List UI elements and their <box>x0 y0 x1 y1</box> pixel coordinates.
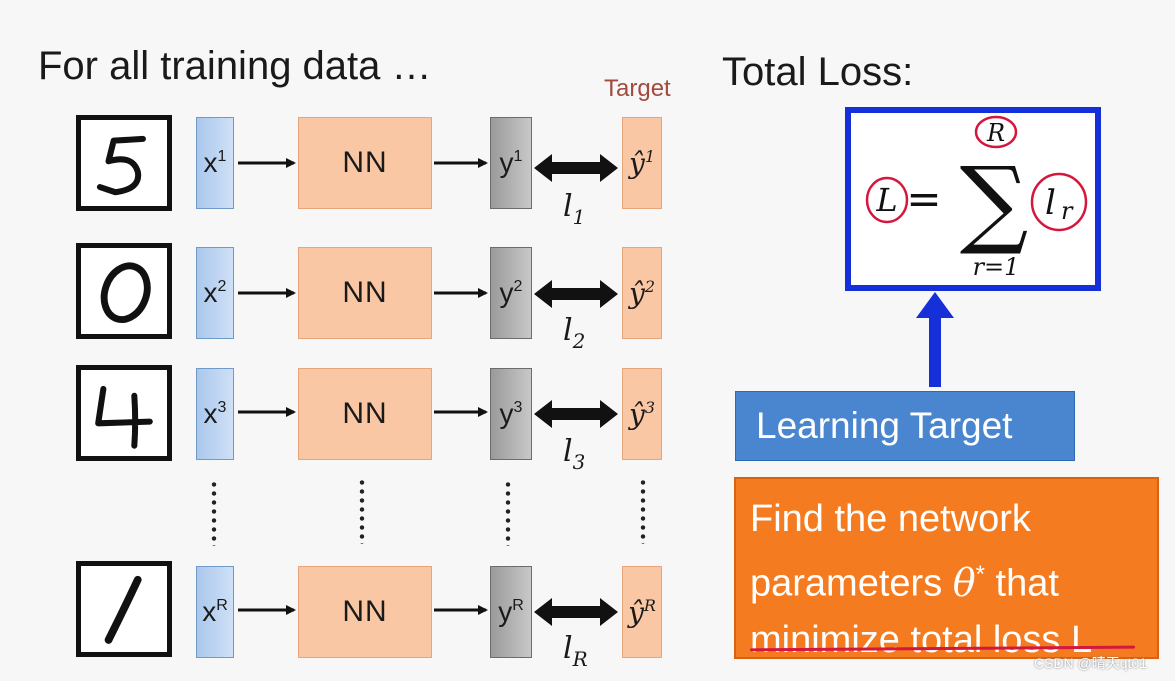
digit-image <box>76 561 172 657</box>
formula-sum-top: R <box>986 119 1005 147</box>
formula-sum-bottom: r=1 <box>973 253 1020 281</box>
input-box: xR <box>196 566 234 658</box>
loss-sub: R <box>572 647 588 671</box>
target-var: ŷ <box>628 397 645 431</box>
ellipsis-dots <box>211 480 217 546</box>
ellipsis-dots <box>359 478 365 544</box>
target-var: ŷ <box>628 276 645 310</box>
digit-1-drawing <box>104 575 142 644</box>
formula-term: l <box>1045 183 1056 223</box>
target-sup: 3 <box>644 397 655 417</box>
output-sup: 3 <box>513 399 523 416</box>
digit-4-drawing <box>95 385 153 449</box>
formula-lhs: L <box>875 181 897 219</box>
objective-line-3: minimize total loss L <box>750 618 1093 661</box>
objective-box: Find the network parameters θ* that mini… <box>734 477 1159 661</box>
objective-line-1: Find the network <box>750 498 1031 540</box>
up-arrow <box>916 292 954 387</box>
loss-sub: 2 <box>572 329 586 353</box>
input-var: x <box>203 277 218 308</box>
output-box: y2 <box>490 247 532 339</box>
diagram-title: For all training data … <box>38 44 432 88</box>
target-var: ŷ <box>628 146 645 180</box>
loss-label: l1 <box>563 189 585 228</box>
input-box: x3 <box>196 368 234 460</box>
theta-symbol: θ <box>952 560 976 605</box>
loss-label: l2 <box>563 313 585 352</box>
formula-term-sub: r <box>1061 197 1074 225</box>
target-box: ŷ1 <box>622 117 662 209</box>
output-box: yR <box>490 566 532 658</box>
digit-0-drawing <box>100 262 151 323</box>
total-loss-title: Total Loss: <box>722 50 914 94</box>
input-sup: 1 <box>217 148 227 165</box>
total-loss-formula: L = ∑ R r=1 l r <box>845 107 1101 291</box>
target-box: ŷ2 <box>622 247 662 339</box>
output-sup: R <box>512 597 524 614</box>
input-var: x <box>202 596 217 627</box>
target-sup: 2 <box>644 276 655 296</box>
target-label: Target <box>604 75 671 102</box>
target-var: ŷ <box>628 595 644 629</box>
output-sup: 1 <box>513 148 523 165</box>
row-r-arrows <box>238 598 618 626</box>
output-var: y <box>499 277 514 308</box>
sigma-icon: ∑ <box>960 146 1029 258</box>
input-var: x <box>203 398 218 429</box>
target-sup: 1 <box>644 146 655 166</box>
loss-label: l3 <box>563 434 585 473</box>
loss-label: lR <box>563 631 588 670</box>
input-var: x <box>203 147 218 178</box>
learning-target-button: Learning Target <box>735 391 1075 461</box>
loss-var: l <box>563 189 573 224</box>
objective-line-2-start: parameters <box>750 562 953 605</box>
input-sup: 2 <box>217 278 227 295</box>
loss-var: l <box>563 434 573 469</box>
input-sup: R <box>216 597 228 614</box>
target-box: ŷR <box>622 566 662 658</box>
output-var: y <box>498 596 513 627</box>
nn-box: NN <box>298 566 432 658</box>
input-sup: 3 <box>217 399 227 416</box>
input-box: x1 <box>196 117 234 209</box>
digit-image <box>76 365 172 461</box>
loss-sub: 3 <box>572 450 586 474</box>
row-2-arrows <box>238 280 618 308</box>
output-sup: 2 <box>513 278 523 295</box>
loss-var: l <box>563 631 573 666</box>
nn-box: NN <box>298 368 432 460</box>
formula-equals: = <box>906 174 941 223</box>
digit-5-drawing <box>96 135 146 196</box>
loss-sub: 1 <box>572 205 586 229</box>
digit-image <box>76 115 172 211</box>
row-3-arrows <box>238 400 618 428</box>
objective-line-2-end: that <box>984 562 1059 605</box>
output-box: y1 <box>490 117 532 209</box>
theta-star: * <box>975 561 985 588</box>
target-box: ŷ3 <box>622 368 662 460</box>
nn-box: NN <box>298 117 432 209</box>
nn-box: NN <box>298 247 432 339</box>
output-var: y <box>499 398 514 429</box>
digit-image <box>76 243 172 339</box>
objective-line-2: parameters θ* that <box>750 547 1157 612</box>
input-box: x2 <box>196 247 234 339</box>
ellipsis-dots <box>505 480 511 546</box>
output-box: y3 <box>490 368 532 460</box>
row-1-arrows <box>238 154 618 182</box>
output-var: y <box>499 147 514 178</box>
ellipsis-dots <box>640 478 646 544</box>
formula-drawing: L = ∑ R r=1 l r <box>865 115 1088 281</box>
watermark: CSDN @晴天qt01 <box>1034 655 1148 671</box>
target-sup: R <box>643 595 656 615</box>
loss-var: l <box>563 313 573 348</box>
